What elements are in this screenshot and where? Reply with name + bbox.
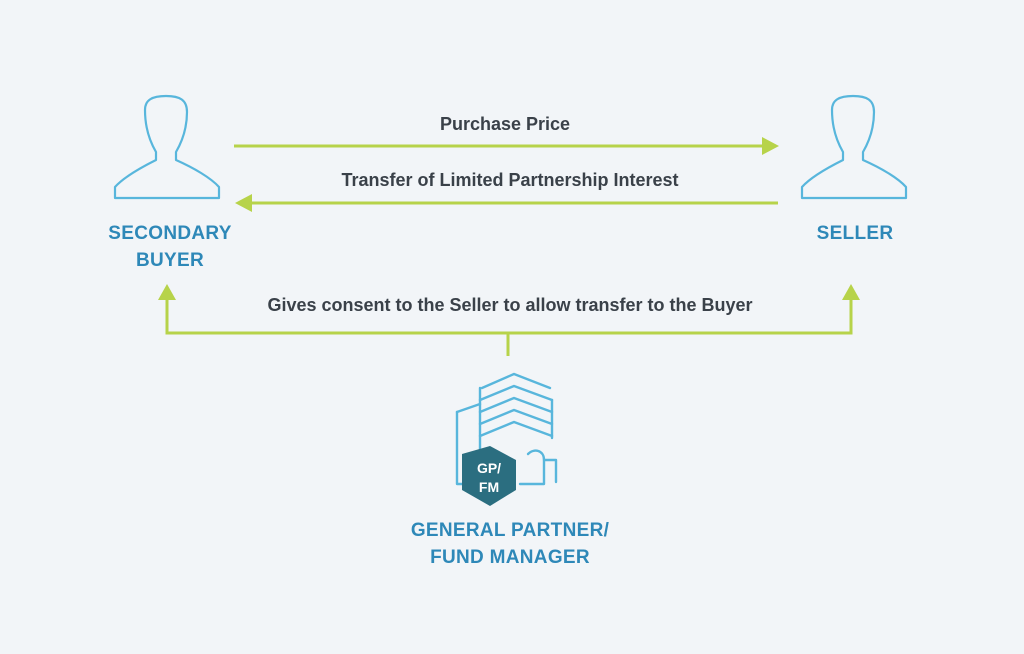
purchase-price-arrow — [234, 137, 779, 155]
consent-arrows — [165, 298, 853, 356]
transfer-interest-label: Transfer of Limited Partnership Interest — [341, 170, 679, 190]
purchase-price-label: Purchase Price — [439, 114, 571, 134]
buyer-label-line2: BUYER — [135, 250, 204, 271]
gp-label-line1: GENERAL PARTNER/ — [410, 520, 610, 541]
consent-label: Gives consent to the Seller to allow tra… — [267, 295, 753, 315]
seller-person-icon — [800, 94, 908, 200]
consent-arrowhead-buyer — [158, 284, 176, 300]
consent-arrowhead-seller — [842, 284, 860, 300]
badge-line1: GP/ — [477, 460, 501, 476]
building-icon — [455, 372, 558, 486]
transfer-interest-arrow — [235, 194, 778, 212]
gp-fm-badge — [462, 446, 516, 506]
buyer-label: SECONDARY BUYER — [80, 220, 260, 274]
seller-label: SELLER — [816, 223, 894, 244]
buyer-label-line1: SECONDARY — [108, 223, 232, 244]
gp-label-line2: FUND MANAGER — [430, 547, 590, 568]
gp-label: GENERAL PARTNER/ FUND MANAGER — [360, 517, 660, 571]
badge-line2: FM — [479, 479, 499, 495]
buyer-person-icon — [113, 94, 221, 200]
